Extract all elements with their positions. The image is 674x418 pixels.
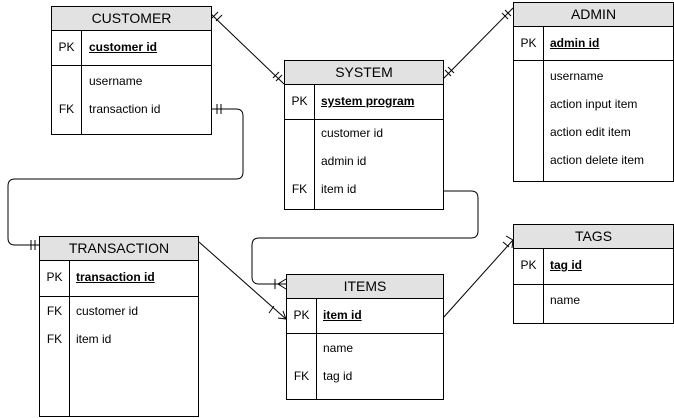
field-name: customer id	[89, 40, 158, 54]
key-label: FK	[46, 332, 63, 346]
link-customer-system-bar2	[215, 14, 223, 22]
entity-title: CUSTOMER	[52, 7, 211, 31]
link-transaction-items	[198, 241, 287, 320]
link-tags-items-bar	[502, 241, 510, 248]
key-column	[52, 66, 82, 134]
field-name: action input item	[550, 97, 638, 111]
primary-key-row: PK tag id	[514, 249, 673, 285]
field-name: admin id	[321, 154, 367, 168]
field-name: name	[550, 293, 581, 307]
key-label: FK	[291, 182, 308, 196]
entity-tags[interactable]: TAGS PK tag id name	[513, 224, 674, 324]
entity-title: TRANSACTION	[40, 237, 198, 261]
field-name: customer id	[321, 126, 384, 140]
link-admin-system-bar3	[444, 69, 452, 77]
link-transaction-items-bar	[268, 305, 275, 314]
link-customer-system	[210, 13, 285, 85]
field-list: username action input item action edit i…	[514, 61, 673, 181]
entity-title: ITEMS	[287, 275, 443, 299]
key-column	[514, 61, 544, 181]
key-label: PK	[520, 258, 537, 272]
field-list: name FK tag id	[287, 334, 443, 399]
primary-key-row: PK customer id	[52, 31, 211, 66]
key-label: PK	[46, 270, 63, 284]
field-name: transaction id	[89, 102, 161, 116]
link-customer-system-bar4	[275, 74, 283, 82]
field-list: name	[514, 285, 673, 323]
field-name: tag id	[550, 258, 582, 272]
entity-title: SYSTEM	[285, 61, 443, 85]
key-label: FK	[58, 102, 75, 116]
key-column	[514, 249, 544, 284]
key-label: PK	[293, 308, 310, 322]
field-name: customer id	[76, 304, 139, 318]
field-name: action edit item	[550, 125, 631, 139]
entity-customer[interactable]: CUSTOMER PK customer id username FK tran…	[51, 6, 212, 135]
field-name: username	[550, 69, 604, 83]
primary-key-row: PK admin id	[514, 27, 673, 61]
link-tags-items	[442, 239, 514, 319]
entity-items[interactable]: ITEMS PK item id name FK tag id	[286, 274, 444, 400]
link-system-items-crow	[277, 278, 287, 290]
key-label: PK	[520, 36, 537, 50]
key-column	[40, 297, 70, 416]
key-column	[52, 31, 82, 65]
field-list: customer id admin id FK item id	[285, 120, 443, 209]
link-customer-system-bar3	[272, 71, 280, 79]
link-admin-system-bar4	[447, 66, 455, 74]
field-list: FK customer id FK item id	[40, 297, 198, 416]
field-name: tag id	[323, 369, 353, 383]
field-name: item id	[323, 308, 362, 322]
key-label: FK	[46, 304, 63, 318]
field-name: username	[89, 74, 143, 88]
field-name: name	[323, 341, 354, 355]
field-name: action delete item	[550, 153, 645, 167]
primary-key-row: PK transaction id	[40, 261, 198, 297]
link-admin-system	[442, 7, 514, 80]
key-column	[514, 285, 544, 323]
field-name: transaction id	[76, 270, 155, 284]
primary-key-row: PK system program	[285, 85, 443, 120]
link-customer-system-bar1	[211, 11, 219, 19]
link-admin-system-bar1	[504, 9, 512, 17]
key-label: FK	[293, 369, 310, 383]
key-column	[285, 85, 315, 119]
key-column	[287, 334, 317, 399]
primary-key-row: PK item id	[287, 299, 443, 334]
link-admin-system-bar2	[501, 12, 509, 20]
entity-admin[interactable]: ADMIN PK admin id username action input …	[513, 2, 674, 182]
key-label: PK	[291, 94, 308, 108]
entity-title: TAGS	[514, 225, 673, 249]
link-system-items	[251, 190, 479, 285]
key-column	[514, 27, 544, 60]
field-name: item id	[76, 332, 112, 346]
key-column	[40, 261, 70, 296]
key-column	[287, 299, 317, 333]
key-column	[285, 120, 315, 209]
field-list: username FK transaction id	[52, 66, 211, 134]
field-name: admin id	[550, 36, 600, 50]
entity-transaction[interactable]: TRANSACTION PK transaction id FK custome…	[39, 236, 199, 417]
entity-system[interactable]: SYSTEM PK system program customer id adm…	[284, 60, 444, 210]
field-name: item id	[321, 182, 357, 196]
entity-title: ADMIN	[514, 3, 673, 27]
key-label: PK	[58, 40, 75, 54]
link-customer-transaction	[7, 108, 244, 246]
field-name: system program	[321, 94, 415, 108]
